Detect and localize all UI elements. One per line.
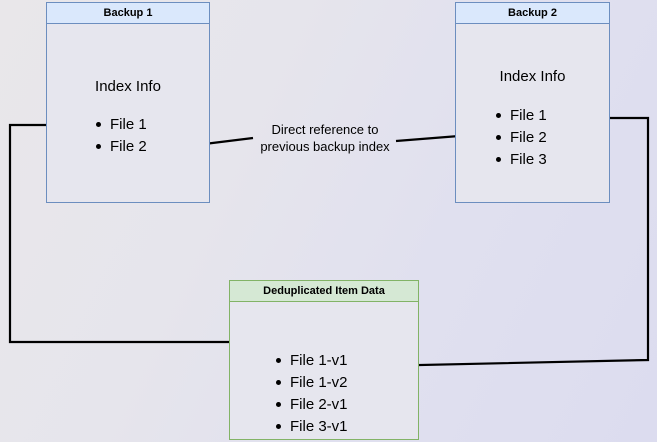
- dedup-body: File 1-v1 File 1-v2 File 2-v1 File 3-v1: [230, 302, 418, 439]
- list-item-label: File 1: [110, 116, 147, 133]
- list-item: File 3-v1: [274, 416, 348, 438]
- bullet-icon: [276, 358, 281, 363]
- backup1-header: Backup 1: [47, 3, 209, 24]
- list-item-label: File 1-v1: [290, 352, 348, 369]
- edge-caption-line1: Direct reference to: [271, 122, 379, 137]
- list-item: File 3: [494, 149, 547, 171]
- dedup-file-list: File 1-v1 File 1-v2 File 2-v1 File 3-v1: [274, 350, 348, 438]
- list-item: File 1: [494, 105, 547, 127]
- list-item: File 2: [94, 136, 147, 158]
- list-item: File 1: [94, 114, 147, 136]
- dedup-header: Deduplicated Item Data: [230, 281, 418, 302]
- backup2-box[interactable]: Backup 2 Index Info File 1 File 2 File 3: [455, 2, 610, 203]
- backup1-index-label: Index Info: [95, 78, 161, 95]
- edge-caption-line2: previous backup index: [260, 139, 390, 154]
- list-item: File 1-v2: [274, 372, 348, 394]
- backup2-file-list: File 1 File 2 File 3: [494, 105, 547, 171]
- bullet-icon: [96, 122, 101, 127]
- bullet-icon: [496, 135, 501, 140]
- bullet-icon: [276, 424, 281, 429]
- list-item: File 1-v1: [274, 350, 348, 372]
- bullet-icon: [276, 402, 281, 407]
- backup2-index-label: Index Info: [499, 68, 566, 85]
- backup1-box[interactable]: Backup 1 Index Info File 1 File 2: [46, 2, 210, 203]
- bullet-icon: [496, 113, 501, 118]
- list-item-label: File 2-v1: [290, 396, 348, 413]
- dedup-box[interactable]: Deduplicated Item Data File 1-v1 File 1-…: [229, 280, 419, 440]
- list-item-label: File 1: [510, 107, 547, 124]
- list-item: File 2: [494, 127, 547, 149]
- list-item-label: File 1-v2: [290, 374, 348, 391]
- bullet-icon: [96, 144, 101, 149]
- bullet-icon: [496, 157, 501, 162]
- list-item-label: File 2: [510, 129, 547, 146]
- bullet-icon: [276, 380, 281, 385]
- list-item-label: File 3: [510, 151, 547, 168]
- list-item-label: File 2: [110, 138, 147, 155]
- list-item-label: File 3-v1: [290, 418, 348, 435]
- backup2-body: Index Info File 1 File 2 File 3: [456, 24, 609, 202]
- edge-caption: Direct reference to previous backup inde…: [240, 121, 410, 155]
- backup2-header: Backup 2: [456, 3, 609, 24]
- list-item: File 2-v1: [274, 394, 348, 416]
- backup1-file-list: File 1 File 2: [94, 114, 147, 158]
- backup1-body: Index Info File 1 File 2: [47, 24, 209, 202]
